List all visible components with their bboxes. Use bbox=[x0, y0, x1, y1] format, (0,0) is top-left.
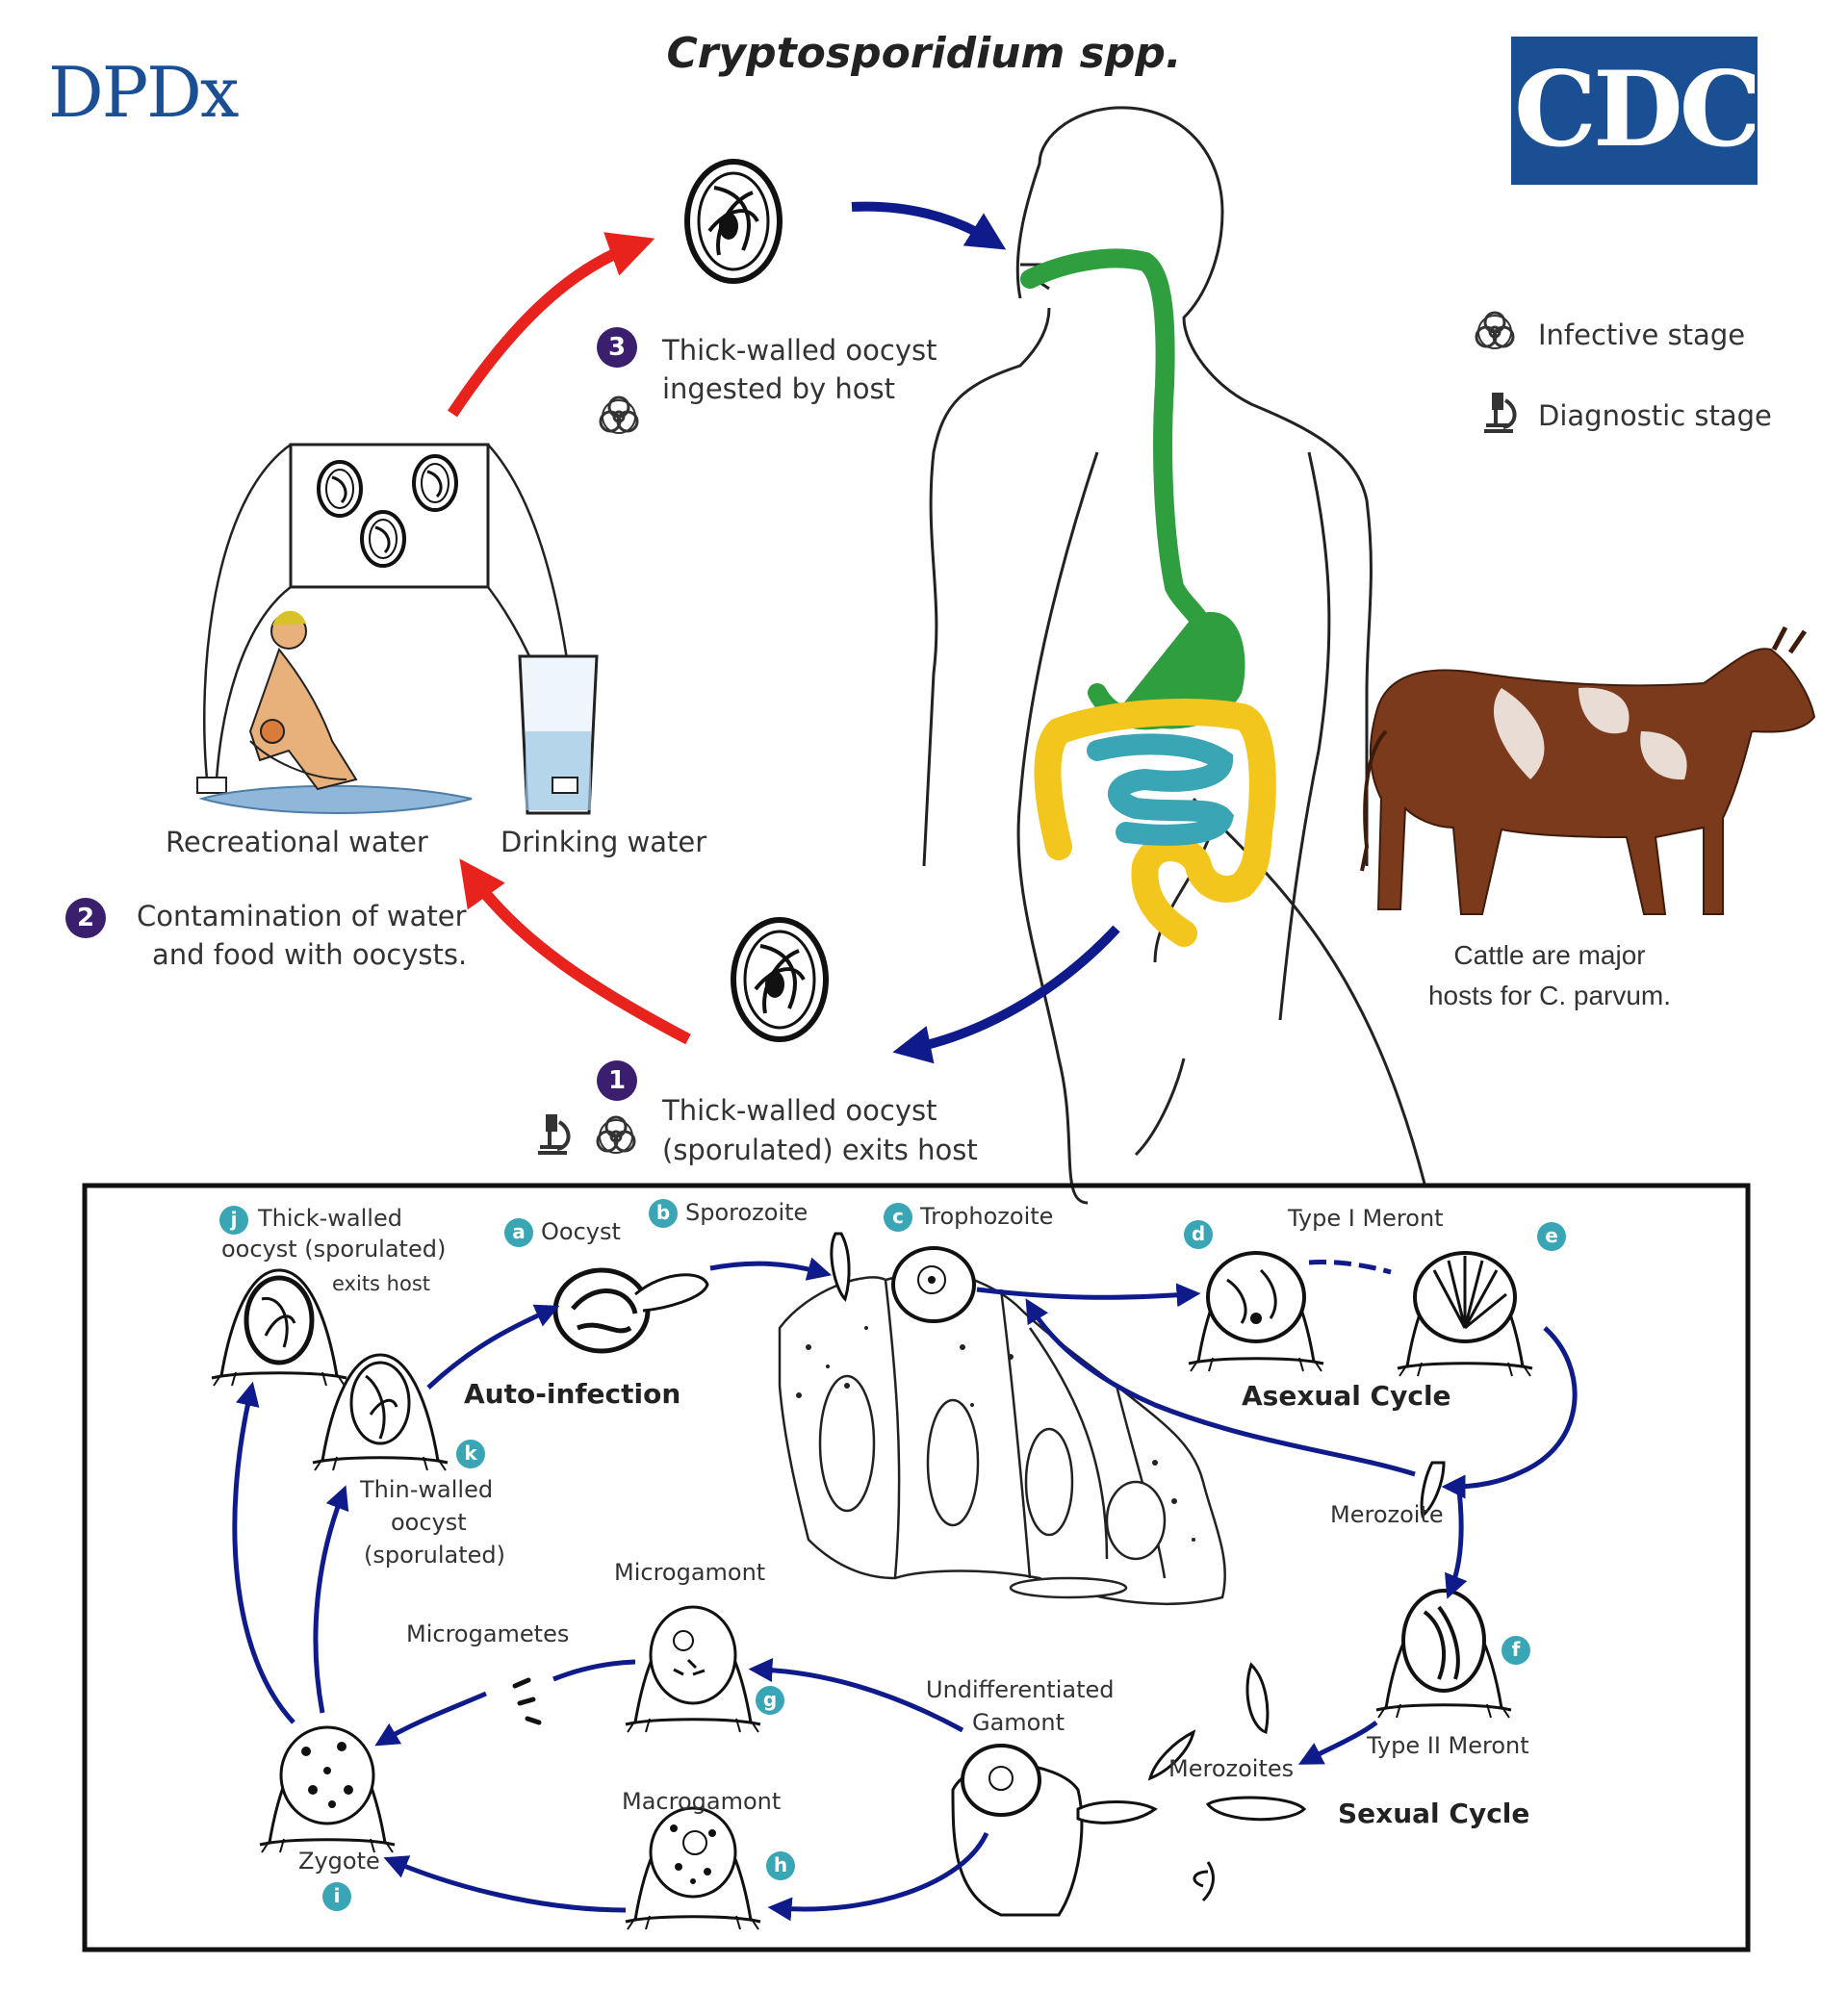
stage-k-line1: Thin-walled bbox=[360, 1476, 494, 1503]
diagnostic-stage-icon bbox=[1482, 391, 1517, 433]
merozoites-free-image bbox=[1147, 1662, 1307, 1902]
legend-diagnostic-label: Diagnostic stage bbox=[1538, 399, 1772, 432]
step-1-badge: 1 bbox=[597, 1060, 637, 1101]
step-2-badge: 2 bbox=[65, 898, 106, 938]
zygote-i-image bbox=[258, 1725, 397, 1854]
type-ii-meront-f-image bbox=[1374, 1589, 1513, 1720]
recreational-water-label: Recreational water bbox=[166, 826, 428, 858]
intestinal-cells bbox=[778, 1268, 1226, 1605]
ingested-oocyst-image bbox=[687, 162, 780, 281]
type-i-meront-e-image bbox=[1396, 1251, 1534, 1378]
microscope-icon bbox=[536, 1112, 571, 1155]
drinking-water-label: Drinking water bbox=[500, 826, 707, 858]
type-i-meront-label: Type I Meront bbox=[1288, 1205, 1444, 1232]
exiting-oocyst-image bbox=[733, 920, 826, 1039]
stage-k-line3: (sporulated) bbox=[364, 1542, 506, 1569]
cattle-caption-line1: Cattle are major bbox=[1453, 940, 1646, 970]
stage-j-line1: Thick-walled bbox=[258, 1205, 402, 1232]
step-3-line1: Thick-walled oocyst bbox=[662, 334, 937, 367]
water-contamination-panel bbox=[196, 443, 599, 815]
trophozoite-image bbox=[891, 1246, 976, 1323]
step-2-line2: and food with oocysts. bbox=[152, 938, 468, 971]
oocyst-j-image bbox=[210, 1268, 348, 1388]
stage-h-badge: h bbox=[766, 1851, 795, 1880]
auto-infection-label: Auto-infection bbox=[464, 1378, 681, 1410]
sexual-cycle-label: Sexual Cycle bbox=[1338, 1798, 1530, 1829]
step-1-line1: Thick-walled oocyst bbox=[662, 1094, 937, 1127]
stage-i-badge: i bbox=[322, 1882, 351, 1911]
stage-e-badge: e bbox=[1537, 1222, 1566, 1251]
step-1-line2: (sporulated) exits host bbox=[662, 1134, 978, 1166]
zygote-label: Zygote bbox=[298, 1848, 380, 1875]
cell-dots bbox=[796, 1307, 1195, 1542]
microgametes-image bbox=[512, 1677, 542, 1725]
page-title: Cryptosporidium spp. bbox=[666, 29, 1182, 78]
digestive-tract bbox=[1020, 248, 1276, 947]
undifferentiated-gamont-image bbox=[951, 1744, 1158, 1917]
dpdx-logo: DPDx bbox=[48, 52, 240, 133]
type-ii-meront-label: Type II Meront bbox=[1367, 1732, 1529, 1759]
cycle-arrows bbox=[232, 1257, 1578, 1922]
merozoites-label: Merozoites bbox=[1168, 1755, 1295, 1782]
arrow-oocyst-to-mouth bbox=[851, 201, 1007, 250]
stage-k-badge: k bbox=[456, 1440, 485, 1468]
oocyst-a-image bbox=[552, 1267, 709, 1354]
microgamont-g-image bbox=[624, 1605, 762, 1734]
biohazard-icon bbox=[599, 395, 639, 435]
step-3-line2: ingested by host bbox=[662, 372, 896, 405]
microgamont-label: Microgamont bbox=[614, 1559, 766, 1586]
macrogamont-h-image bbox=[624, 1806, 762, 1931]
type-i-meront-d-image bbox=[1187, 1251, 1325, 1373]
infective-stage-icon bbox=[1475, 311, 1515, 350]
asexual-cycle-label: Asexual Cycle bbox=[1242, 1380, 1451, 1412]
legend-infective-label: Infective stage bbox=[1538, 319, 1746, 351]
step-2-line1: Contamination of water bbox=[137, 900, 467, 932]
stage-a-badge: a bbox=[504, 1218, 533, 1247]
stage-g-badge: g bbox=[756, 1686, 784, 1715]
stage-f-badge: f bbox=[1502, 1636, 1530, 1665]
merozoite-image bbox=[1420, 1461, 1446, 1518]
stage-d-badge: d bbox=[1184, 1220, 1213, 1249]
life-cycle-box bbox=[82, 1183, 1751, 1952]
step-3-badge: 3 bbox=[597, 327, 637, 368]
stage-b-badge: b bbox=[649, 1199, 678, 1228]
stage-j-badge: j bbox=[219, 1206, 248, 1235]
cdc-logo: CDC bbox=[1511, 37, 1758, 185]
undifferentiated-label: Undifferentiated bbox=[926, 1676, 1115, 1703]
oocyst-k-image bbox=[311, 1353, 449, 1472]
stage-j-line2: oocyst (sporulated) bbox=[221, 1236, 447, 1263]
stage-j-line3: exits host bbox=[332, 1272, 430, 1295]
arrow-exit-to-contamination bbox=[459, 858, 691, 1045]
stage-c-label: Trophozoite bbox=[920, 1203, 1054, 1230]
stage-b-label: Sporozoite bbox=[685, 1199, 808, 1226]
arrow-water-to-ingestion bbox=[448, 232, 655, 418]
cow-illustration bbox=[1360, 625, 1816, 915]
macrogamont-label: Macrogamont bbox=[622, 1788, 782, 1815]
merozoite-label: Merozoite bbox=[1330, 1501, 1444, 1528]
microgametes-label: Microgametes bbox=[406, 1620, 570, 1647]
human-body-outline bbox=[922, 106, 1373, 1205]
arrow-host-to-oocyst bbox=[892, 925, 1120, 1064]
cattle-caption: Cattle are major hosts for C. parvum. bbox=[1386, 935, 1713, 1016]
sporozoite-image bbox=[830, 1232, 851, 1302]
biohazard-icon bbox=[596, 1115, 636, 1155]
stage-a-label: Oocyst bbox=[541, 1218, 621, 1245]
intestine-pointer-line bbox=[1192, 797, 1426, 1185]
cattle-caption-line2: hosts for C. parvum. bbox=[1427, 981, 1672, 1010]
stage-k-line2: oocyst bbox=[391, 1509, 467, 1536]
stage-c-badge: c bbox=[884, 1203, 912, 1232]
gamont-label: Gamont bbox=[972, 1709, 1065, 1736]
